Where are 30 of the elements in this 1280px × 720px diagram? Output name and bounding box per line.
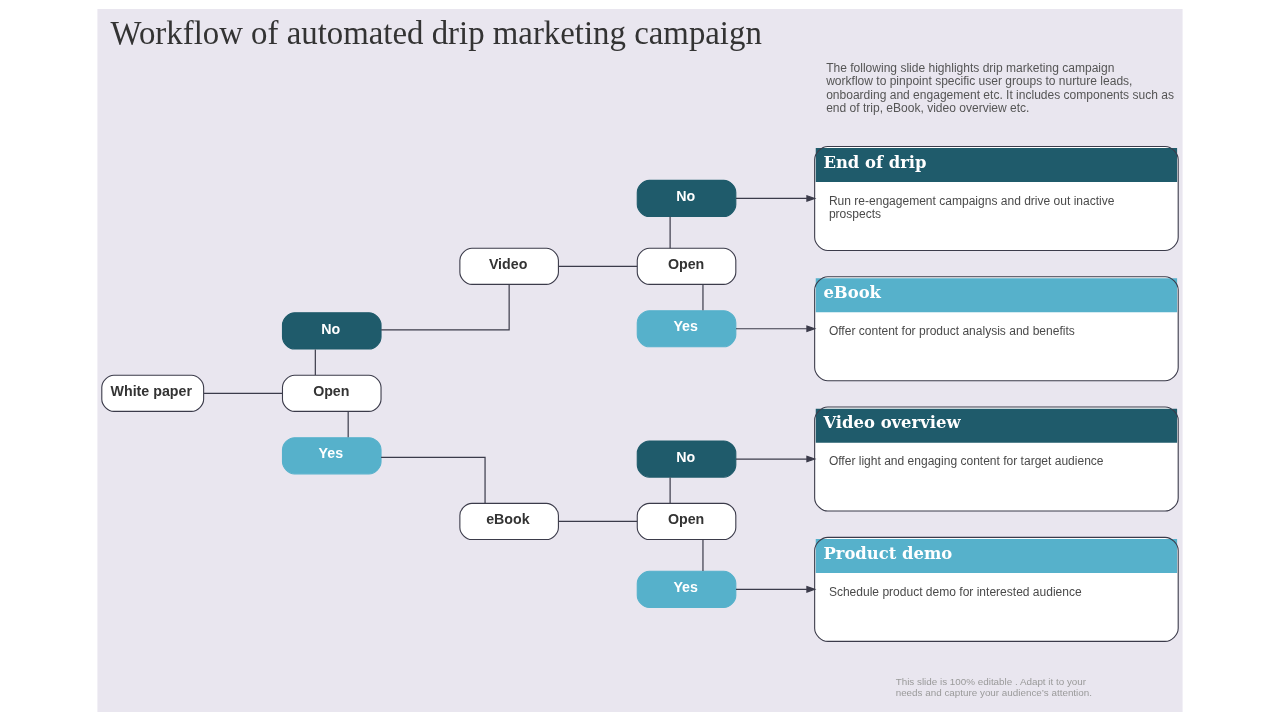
node-box: Yes	[636, 309, 737, 347]
connector	[669, 215, 671, 249]
connector	[557, 265, 638, 267]
connector	[203, 392, 283, 394]
connector	[380, 283, 510, 330]
node-box: No	[281, 311, 382, 350]
node-box: Yes	[636, 570, 737, 608]
node-box: Open	[281, 374, 382, 412]
arrow	[735, 585, 817, 593]
node-box: Yes	[281, 436, 382, 474]
connector	[669, 476, 671, 504]
node-box: White paper	[101, 374, 205, 412]
label: This slide is 100% editable . Adapt it to your needs and capture your audience’s attention.	[895, 675, 1092, 698]
arrow	[735, 455, 817, 463]
node-box: No	[636, 439, 737, 478]
arrow	[735, 194, 817, 202]
arrow	[735, 324, 817, 332]
connector	[702, 538, 704, 572]
diagram-title: Workflow of automated drip marketing campaign	[110, 14, 762, 51]
node-box: Video	[459, 247, 559, 285]
connector	[380, 456, 486, 504]
node-box: No	[636, 179, 737, 217]
connector	[702, 283, 704, 311]
connector	[347, 410, 349, 438]
connector	[557, 520, 638, 522]
connector	[314, 348, 316, 376]
node-box: Open	[636, 502, 737, 540]
node-box: eBook	[459, 502, 559, 540]
node-box: Open	[636, 247, 737, 285]
label: The following slide highlights drip marketing campaign workflow to pinpoint specific user groups to nurture leads, onboarding and engagement etc. It includes components such as end of trip, eBook, video overview etc.	[826, 60, 1174, 115]
